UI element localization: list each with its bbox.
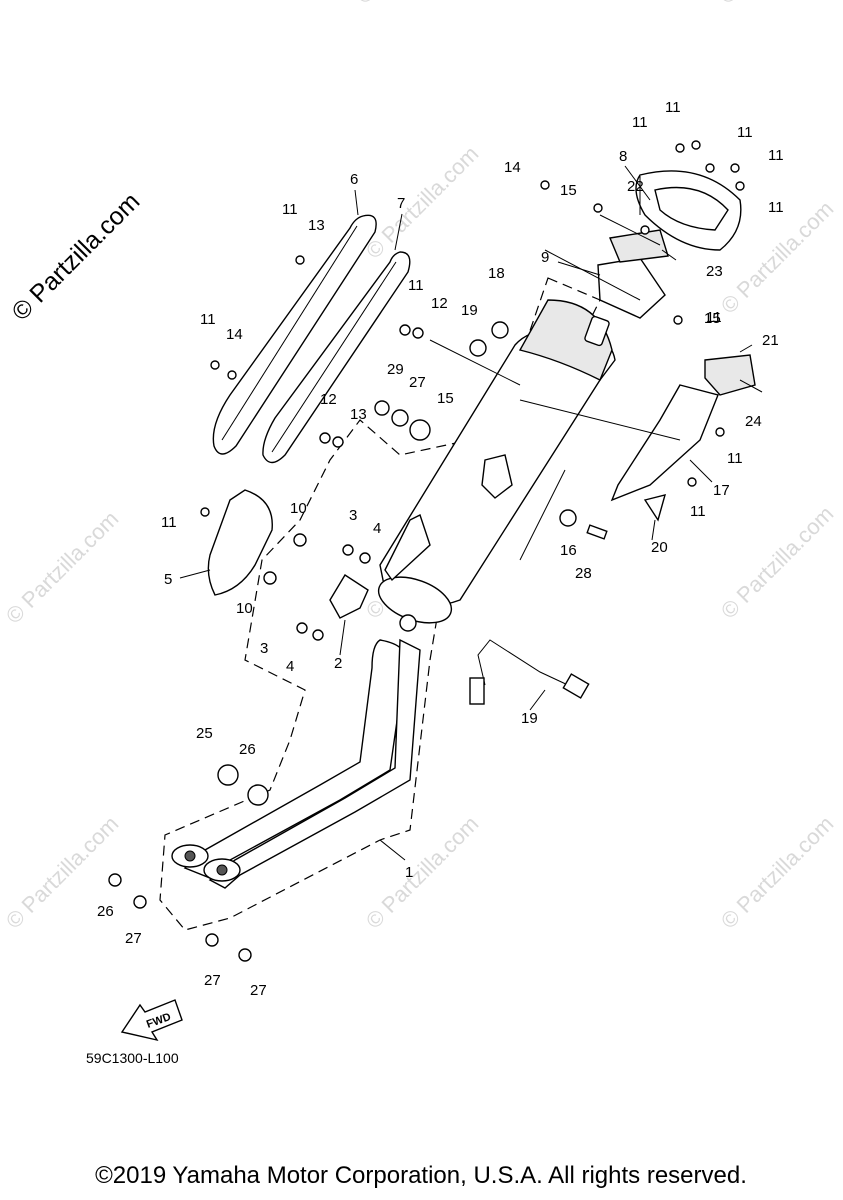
- callout-label: 15: [704, 310, 721, 327]
- end-cap-8: [635, 170, 742, 251]
- stay-16: [384, 454, 513, 582]
- callout-label: 16: [560, 542, 577, 559]
- watermark-tile: © Partzilla.com: [361, 141, 484, 264]
- watermark-tile: © Partzilla.com: [714, 0, 837, 9]
- callout-label: 2: [334, 655, 342, 672]
- callout-label: 11: [632, 114, 648, 131]
- watermark-tile: © Partzilla.com: [351, 0, 474, 9]
- watermark-tile: © Partzilla.com: [716, 811, 839, 934]
- callout-label: 5: [164, 571, 172, 588]
- watermark-tile: © Partzilla.com: [361, 811, 484, 934]
- callout-label: 25: [196, 725, 213, 742]
- callout-label: 19: [521, 710, 538, 727]
- callout-label: 18: [488, 265, 505, 282]
- callout-label: 3: [349, 507, 357, 524]
- callout-label: 10: [236, 600, 253, 617]
- muffler-cover-18: [610, 384, 719, 502]
- callout-label: 6: [350, 171, 358, 188]
- callout-label: 8: [619, 148, 627, 165]
- callout-label: 19: [461, 302, 478, 319]
- callout-labels: 1 2 3 3 4 4 5 6 7 8 9 10 10 11 11 11 11 …: [97, 99, 784, 999]
- callout-label: 9: [541, 249, 549, 266]
- callout-label: 17: [713, 482, 730, 499]
- assembly-outline: [159, 277, 601, 931]
- bracket-2: [329, 574, 369, 619]
- diagram-code: 59C1300-L100: [86, 1050, 179, 1066]
- muffler-cover-5: [207, 489, 273, 596]
- o2-sensor-20: [469, 639, 590, 705]
- small-parts: [108, 140, 745, 962]
- callout-label: 11: [768, 147, 784, 164]
- callout-label: 28: [575, 565, 592, 582]
- callout-label: 11: [706, 309, 722, 326]
- watermark-tile: © Partzilla.com: [716, 501, 839, 624]
- callout-label: 23: [706, 263, 723, 280]
- callout-label: 14: [226, 326, 243, 343]
- exhaust-pipe-1: [171, 614, 421, 889]
- callout-label: 11: [690, 503, 706, 520]
- callout-label: 24: [745, 413, 762, 430]
- callout-label: 12: [431, 295, 448, 312]
- callout-label: 1: [405, 864, 413, 881]
- callout-label: 11: [727, 450, 743, 467]
- callout-label: 15: [437, 390, 454, 407]
- callout-label: 20: [651, 539, 668, 556]
- callout-label: 11: [408, 277, 424, 294]
- fwd-arrow: FWD: [120, 999, 183, 1042]
- callout-label: 4: [373, 520, 381, 537]
- leader-lines: [179, 165, 763, 861]
- callout-label: 10: [290, 500, 307, 517]
- callout-label: 11: [161, 514, 177, 531]
- callout-label: 11: [737, 124, 753, 141]
- watermark-tiles: © Partzilla.com © Partzilla.com © Partzi…: [1, 0, 839, 934]
- callout-label: 11: [282, 201, 298, 218]
- copyright-notice: ©2019 Yamaha Motor Corporation, U.S.A. A…: [95, 1162, 747, 1189]
- callout-label: 14: [504, 159, 521, 176]
- callout-label: 11: [768, 199, 784, 216]
- callout-label: 4: [286, 658, 294, 675]
- callout-label: 27: [125, 930, 142, 947]
- callout-label: 15: [560, 182, 577, 199]
- callout-label: 26: [239, 741, 256, 758]
- callout-label: 27: [204, 972, 221, 989]
- callout-label: 13: [350, 406, 367, 423]
- callout-label: 27: [250, 982, 267, 999]
- muffler-cap-25: [704, 354, 756, 396]
- callout-label: 21: [762, 332, 779, 349]
- callout-label: 29: [387, 361, 404, 378]
- callout-label: 11: [200, 311, 216, 328]
- bracket-9: [597, 257, 666, 319]
- heat-protector-7: [262, 251, 411, 464]
- callout-label: 3: [260, 640, 268, 657]
- callout-label: 7: [397, 195, 405, 212]
- heat-protector-6: [212, 214, 377, 455]
- watermark-tile: © Partzilla.com: [1, 506, 124, 629]
- callout-label: 12: [320, 391, 337, 408]
- watermark-main: © Partzilla.com: [6, 187, 145, 326]
- callout-label: 27: [409, 374, 426, 391]
- callout-label: 13: [308, 217, 325, 234]
- callout-label: 26: [97, 903, 114, 920]
- callout-label: 11: [665, 99, 681, 116]
